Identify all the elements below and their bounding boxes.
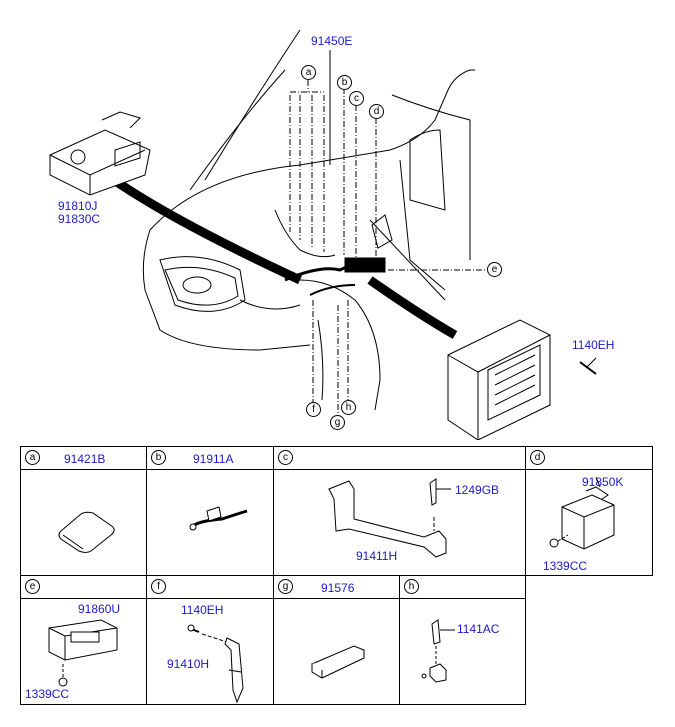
cell-g: g 91576 [273, 575, 400, 705]
unit-part-number-2: 91830C [58, 212, 101, 226]
protector-illustration [310, 645, 366, 679]
cell-c: c 1249GB 91411H [273, 446, 526, 576]
clip-part-number: 1249GB [455, 483, 500, 497]
callout-e: e [487, 262, 502, 277]
harness-sweep-left [97, 166, 302, 285]
cell-h-letter: h [404, 579, 419, 594]
cell-d: d 91850K 1339CC [525, 446, 653, 576]
cell-h: h 1141AC [399, 575, 526, 705]
clip-h-part-number: 1141AC [457, 622, 500, 636]
cell-b-code: 91911A [193, 452, 234, 466]
leader-lines [289, 80, 487, 415]
callout-c: c [349, 91, 364, 106]
bolt-part-number: 1140EH [572, 338, 615, 352]
cell-f: f 1140EH 91410H [146, 575, 274, 705]
cell-b: b 91911A [146, 446, 274, 576]
clip-h-illustration [421, 619, 455, 683]
harness-part-number: 91450E [311, 34, 353, 48]
cell-a: a 91421B [20, 446, 147, 576]
cable-tie-illustration [189, 506, 248, 531]
nut-d-part-number: 1339CC [543, 559, 588, 573]
callout-f: f [306, 402, 321, 417]
vehicle-harness-diagram [49, 29, 597, 440]
cell-f-letter: f [151, 579, 166, 594]
cell-g-code: 91576 [321, 581, 355, 595]
junction-box-illustration [447, 319, 597, 440]
cell-c-letter: c [278, 450, 293, 465]
bracket-f-illustration [187, 624, 244, 704]
callout-a: a [301, 65, 316, 80]
cell-e-letter: e [25, 579, 40, 594]
cell-g-letter: g [278, 579, 293, 594]
callout-d: d [369, 104, 384, 119]
harness-bundle [274, 209, 386, 296]
bracket-c-illustration [328, 478, 451, 558]
module-e-illustration [48, 619, 118, 687]
module-e-part-number: 91860U [78, 602, 121, 616]
van-outline [142, 29, 475, 411]
control-unit-illustration [49, 111, 151, 196]
harness-sweep-right [367, 276, 458, 339]
callout-h: h [341, 400, 356, 415]
cell-e: e 91860U 1339CC [20, 575, 147, 705]
cell-a-code: 91421B [64, 452, 106, 466]
callout-g: g [330, 415, 345, 430]
bolt-f-part-number: 1140EH [181, 603, 224, 617]
cell-a-letter: a [25, 450, 40, 465]
unit-part-number-1: 91810J [58, 199, 98, 213]
nut-e-part-number: 1339CC [25, 687, 70, 701]
cell-d-letter: d [530, 450, 545, 465]
bracket-part-number: 91411H [356, 549, 398, 563]
module-d-illustration [549, 476, 615, 550]
tape-pad-illustration [58, 511, 115, 553]
bracket-f-part-number: 91410H [167, 657, 210, 671]
module-d-part-number: 91850K [582, 475, 624, 489]
cell-b-letter: b [151, 450, 166, 465]
callout-b: b [337, 75, 352, 90]
